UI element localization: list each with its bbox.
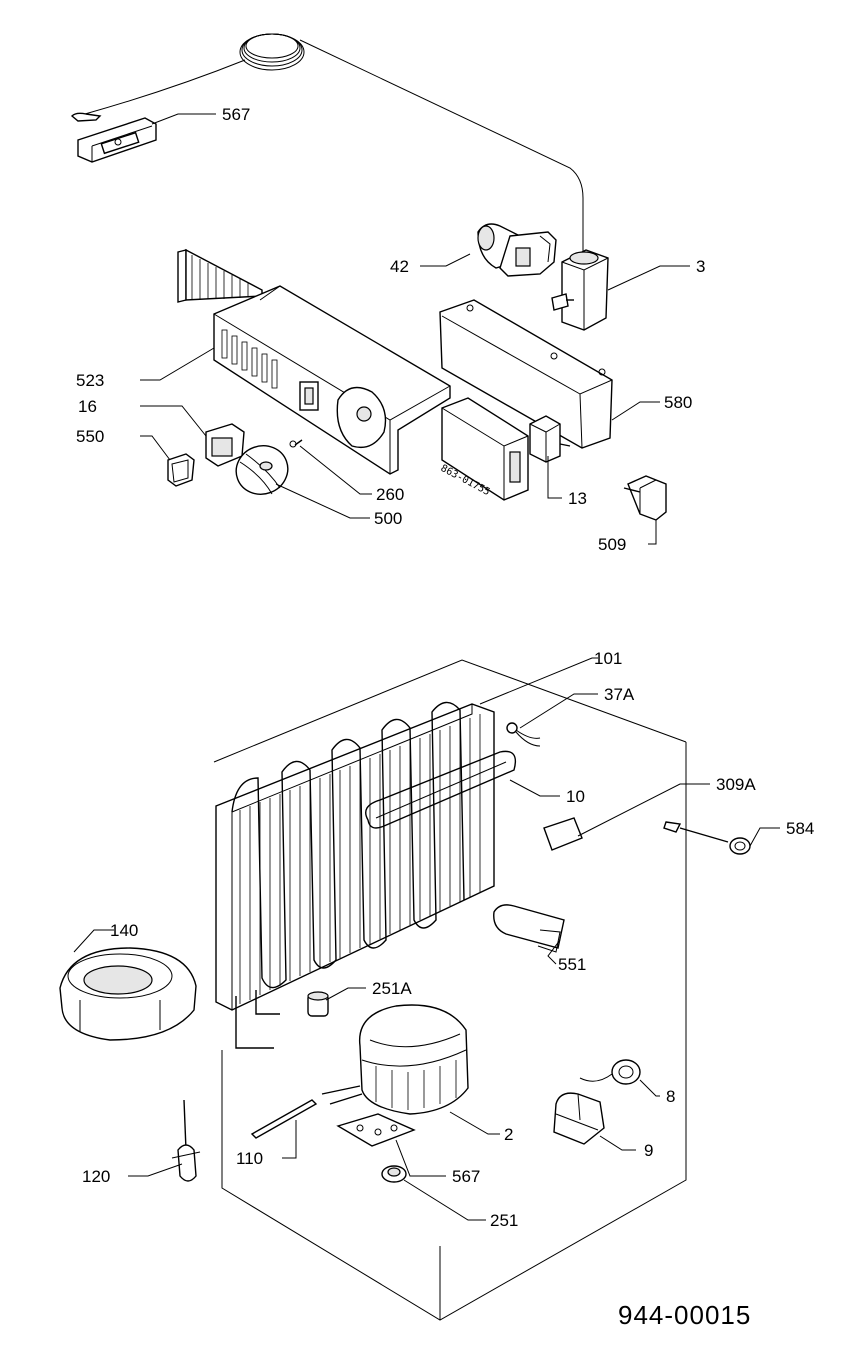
callout-120: 120 xyxy=(82,1167,110,1186)
callout-260: 260 xyxy=(376,485,404,504)
part-13-switch xyxy=(529,415,571,463)
callout-9: 9 xyxy=(644,1141,653,1160)
callout-500: 500 xyxy=(374,509,402,528)
callout-140: 140 xyxy=(110,921,138,940)
part-8-relay xyxy=(579,1059,641,1085)
part-101-condenser xyxy=(215,701,495,1049)
callout-523: 523 xyxy=(76,371,104,390)
callout-8: 8 xyxy=(666,1087,675,1106)
callout-16: 16 xyxy=(78,397,97,416)
callout-13: 13 xyxy=(568,489,587,508)
callout-251: 251 xyxy=(490,1211,518,1230)
part-567-bracket xyxy=(77,117,157,163)
part-2-compressor xyxy=(321,1004,469,1115)
part-42-lamp-holder xyxy=(477,223,557,277)
callout-550: 550 xyxy=(76,427,104,446)
callout-42: 42 xyxy=(390,257,409,276)
callout-309A: 309A xyxy=(716,775,756,794)
callout-567-top: 567 xyxy=(222,105,250,124)
part-550-cap xyxy=(167,453,195,487)
part-523-control-housing xyxy=(177,248,451,475)
part-551-bracket xyxy=(493,904,565,953)
part-500-knob xyxy=(235,445,289,495)
callout-551: 551 xyxy=(558,955,586,974)
callout-580: 580 xyxy=(664,393,692,412)
part-3-thermostat xyxy=(551,249,609,331)
thermostat-capillary xyxy=(70,33,584,255)
part-584-sensor-lead xyxy=(663,821,751,855)
part-567-mounting-plate xyxy=(336,1113,416,1147)
part-580-cover-strip xyxy=(439,299,613,449)
part-37A-connector xyxy=(506,722,541,747)
cabinet-outline xyxy=(213,659,687,1321)
callout-37A: 37A xyxy=(604,685,635,704)
part-16-rocker-switch xyxy=(205,423,245,467)
part-140-drip-tray xyxy=(59,947,197,1041)
callout-567-bottom: 567 xyxy=(452,1167,480,1186)
part-260-screw xyxy=(289,439,303,448)
callout-3: 3 xyxy=(696,257,705,276)
callout-2: 2 xyxy=(504,1125,513,1144)
part-control-module xyxy=(441,397,529,501)
part-251A-grommet xyxy=(307,991,329,1017)
callout-509: 509 xyxy=(598,535,626,554)
document-number: 944-00015 xyxy=(618,1300,751,1330)
part-110-rod xyxy=(250,1099,318,1139)
callout-584: 584 xyxy=(786,819,814,838)
callout-110: 110 xyxy=(236,1149,263,1168)
leader-lines xyxy=(73,113,780,1221)
callout-101: 101 xyxy=(594,649,622,668)
part-120-probe xyxy=(171,1099,201,1182)
part-251-grommet xyxy=(381,1165,407,1183)
part-309A-pad xyxy=(543,817,583,851)
part-10-drain-tube xyxy=(365,750,517,829)
part-9-starter xyxy=(553,1092,605,1145)
callout-labels: 567 42 3 523 580 16 550 260 500 13 509 1… xyxy=(76,105,814,1230)
callout-251A: 251A xyxy=(372,979,412,998)
callout-10: 10 xyxy=(566,787,585,806)
part-509-clip xyxy=(623,475,667,521)
